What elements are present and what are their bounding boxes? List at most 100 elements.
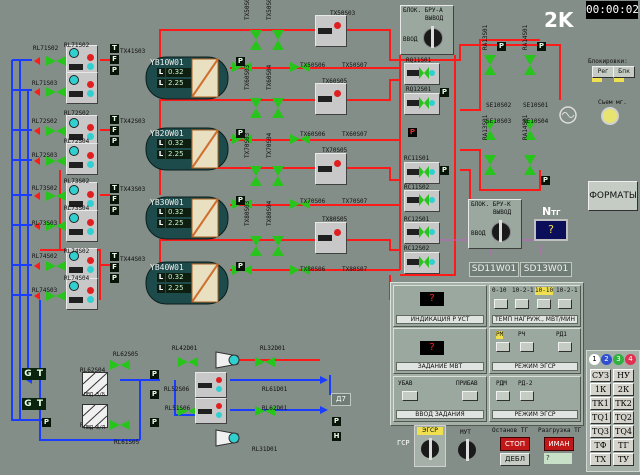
tank-1[interactable]	[140, 55, 234, 101]
valve-box[interactable]	[66, 143, 98, 175]
mode1-btn-0[interactable]	[496, 342, 510, 352]
signal-p[interactable]: P	[440, 166, 449, 175]
mode1-btn-1[interactable]	[520, 342, 534, 352]
control-btn-5-1[interactable]: ТГ	[613, 439, 634, 452]
signal-f[interactable]: F	[110, 126, 119, 135]
control-btn-3-0[interactable]: TQ1	[590, 411, 611, 424]
increase-button[interactable]	[462, 391, 478, 401]
signal-p[interactable]: P	[440, 88, 449, 97]
control-btn-6-1[interactable]: ТУ	[613, 453, 634, 466]
signal-t[interactable]: T	[34, 368, 46, 380]
signal-p[interactable]: P	[42, 418, 51, 427]
signal-p[interactable]: P	[537, 42, 546, 51]
signal-p[interactable]: P	[150, 390, 159, 399]
signal-p[interactable]: P	[110, 206, 119, 215]
tank-2[interactable]	[140, 126, 234, 172]
rq-rc-valve-box[interactable]	[404, 63, 440, 85]
valve-box[interactable]	[195, 398, 227, 424]
signal-f[interactable]: F	[110, 263, 119, 272]
valve-box[interactable]	[66, 72, 98, 104]
signal-g[interactable]: G	[22, 398, 34, 410]
control-btn-5-0[interactable]: ТФ	[590, 439, 611, 452]
mode1-btn-2[interactable]	[558, 342, 572, 352]
page-tab-2[interactable]: 2	[601, 354, 612, 365]
bru-a-block[interactable]: БЛОК. БРУ-А ВЫВОД ВВОД	[400, 5, 454, 55]
temp-btn-1[interactable]	[515, 299, 529, 309]
temp-btn-2[interactable]	[537, 299, 551, 309]
unload-button[interactable]: ИМАН	[544, 437, 574, 451]
valve-label: RL62D01	[262, 405, 288, 412]
signal-p[interactable]: P	[236, 129, 245, 138]
tank-3[interactable]	[140, 195, 234, 241]
control-btn-3-1[interactable]: TQ2	[613, 411, 634, 424]
stop-button[interactable]: СТОП	[500, 437, 530, 451]
mode1-opt-1: РЧ	[518, 331, 526, 338]
valve-box[interactable]	[66, 278, 98, 310]
signal-p[interactable]: P	[236, 262, 245, 271]
valve-box[interactable]	[66, 45, 98, 77]
control-btn-2-1[interactable]: ТК2	[613, 397, 634, 410]
debl-button[interactable]: ДЕБЛ	[500, 453, 530, 466]
sd11w01-button[interactable]: SD11W01	[469, 262, 519, 277]
control-btn-4-0[interactable]: TQ3	[590, 425, 611, 438]
signal-p[interactable]: P	[150, 418, 159, 427]
rq-rc-valve-box[interactable]	[404, 252, 440, 274]
mode2-btn-0[interactable]	[496, 391, 510, 401]
temp-btn-3[interactable]	[558, 299, 572, 309]
tx-valve-box[interactable]	[315, 222, 347, 254]
control-btn-4-1[interactable]: TQ4	[613, 425, 634, 438]
temp-btn-0[interactable]	[494, 299, 508, 309]
rq-rc-valve-box[interactable]	[404, 162, 440, 184]
control-btn-1-1[interactable]: 2К	[613, 383, 634, 396]
mode2-btn-1[interactable]	[520, 391, 534, 401]
control-btn-6-0[interactable]: ТХ	[590, 453, 611, 466]
signal-f[interactable]: F	[110, 55, 119, 64]
tank-level-2: 2.25	[166, 284, 191, 293]
signal-p[interactable]: P	[236, 57, 245, 66]
signal-t[interactable]: T	[110, 44, 119, 53]
valve-label: TX60S07	[342, 131, 368, 138]
tx-valve-box[interactable]	[315, 153, 347, 185]
mg-removal-lamp-icon[interactable]	[601, 107, 619, 125]
signal-t[interactable]: T	[34, 398, 46, 410]
signal-f[interactable]: F	[110, 195, 119, 204]
bru-k-block[interactable]: БЛОК. БРУ-К ВЫВОД ВВОД	[468, 199, 522, 249]
signal-p[interactable]: P	[110, 137, 119, 146]
tank-4[interactable]	[140, 260, 234, 306]
rq-rc-valve-box[interactable]	[404, 222, 440, 244]
signal-p[interactable]: P	[110, 274, 119, 283]
valve-box[interactable]	[195, 372, 227, 398]
valve-box[interactable]	[66, 248, 98, 280]
rq-rc-valve-box[interactable]	[404, 190, 440, 212]
control-btn-2-0[interactable]: ТК1	[590, 397, 611, 410]
signal-p[interactable]: P	[110, 66, 119, 75]
valve-box[interactable]	[66, 115, 98, 147]
page-tab-1[interactable]: 1	[589, 354, 600, 365]
control-btn-0-1[interactable]: НУ	[613, 369, 634, 382]
signal-g[interactable]: G	[22, 368, 34, 380]
signal-h[interactable]: H	[332, 432, 341, 441]
page-tab-4[interactable]: 4	[625, 354, 636, 365]
tx-valve-box[interactable]	[315, 15, 347, 47]
tx-valve-box[interactable]	[315, 83, 347, 115]
signal-p[interactable]: P	[497, 42, 506, 51]
sd13w01-button[interactable]: SD13W01	[520, 262, 572, 277]
valve-box[interactable]	[66, 210, 98, 242]
signal-t[interactable]: T	[110, 115, 119, 124]
tank-level-1: 0.32	[166, 273, 191, 282]
signal-r[interactable]: P	[408, 128, 417, 137]
rq-rc-valve-box[interactable]	[404, 93, 440, 115]
signal-p[interactable]: P	[236, 196, 245, 205]
control-btn-0-0[interactable]: СУЗ	[590, 369, 611, 382]
signal-t[interactable]: T	[110, 184, 119, 193]
blocking-reg-button[interactable]: Рег	[592, 66, 614, 78]
page-tab-3[interactable]: 3	[613, 354, 624, 365]
decrease-button[interactable]	[402, 391, 418, 401]
signal-p[interactable]: P	[541, 176, 550, 185]
control-btn-1-0[interactable]: 1К	[590, 383, 611, 396]
blocking-bpk-button[interactable]: Бпк	[613, 66, 635, 78]
signal-p[interactable]: P	[150, 370, 159, 379]
formats-button[interactable]: ФОРМАТЫ	[588, 181, 638, 211]
signal-t[interactable]: T	[110, 252, 119, 261]
signal-p[interactable]: P	[332, 417, 341, 426]
